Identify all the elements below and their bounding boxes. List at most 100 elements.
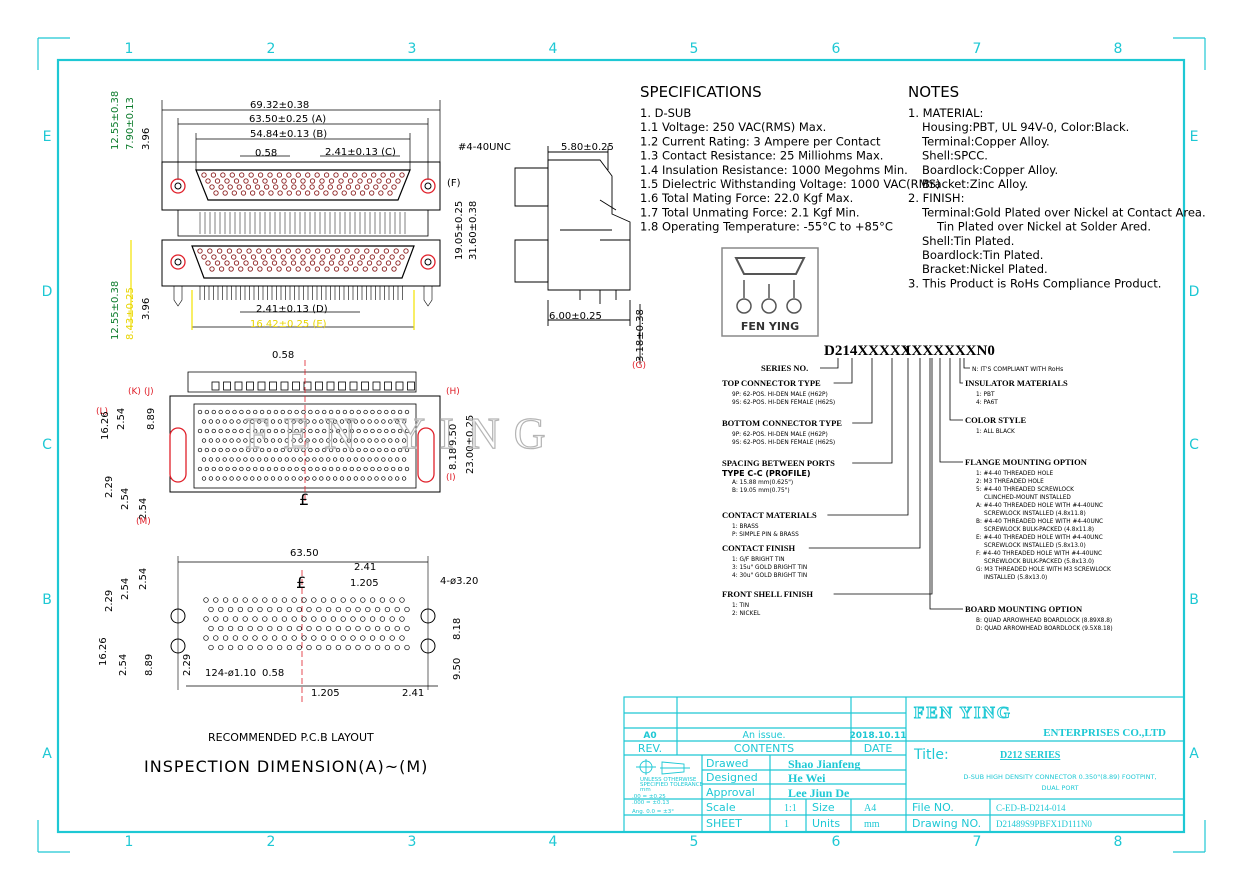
dim-h: (H) — [446, 387, 460, 397]
pin — [218, 266, 225, 272]
spec-line: 1. D-SUB — [640, 106, 691, 120]
series-name: D212 SERIES — [1000, 750, 1061, 761]
pin — [393, 248, 399, 254]
grid-row-a: A — [42, 746, 52, 762]
dim-058-bottom: 0.58 — [272, 350, 294, 361]
pin — [211, 254, 217, 260]
pin — [333, 266, 340, 272]
pin — [362, 266, 368, 272]
pin — [266, 266, 273, 272]
pin — [319, 260, 325, 266]
pin — [315, 248, 321, 254]
contents-label: CONTENTS — [734, 742, 794, 755]
rev-code: A0 — [643, 731, 656, 741]
rohs-note: N: IT'S COMPLIANT WITH RoHs — [972, 366, 1063, 373]
pcb-caption: RECOMMENDED P.C.B LAYOUT — [208, 731, 374, 744]
pin — [354, 184, 361, 190]
pin — [327, 184, 333, 190]
pin — [277, 190, 283, 196]
pin — [224, 178, 230, 184]
dim-2-54-b: 2.54 — [120, 488, 131, 510]
pin — [359, 254, 366, 260]
pn-section-title: INSULATOR MATERIALS — [965, 378, 1068, 388]
grid-row-d: D — [42, 284, 53, 300]
grid-col-4: 4 — [549, 41, 558, 57]
grid-row-e: E — [43, 129, 52, 145]
pn-section-item: 1: ALL BLACK — [976, 429, 1015, 435]
pin — [262, 260, 268, 266]
pn-section-item: 4: 30u" GOLD BRIGHT TIN — [732, 573, 807, 579]
pn-section-item: B: #4-40 THREADED HOLE WITH #4-40UNC — [976, 519, 1103, 525]
note-line: Housing:PBT, UL 94V-0, Color:Black. — [922, 120, 1129, 134]
pin — [295, 190, 302, 196]
pn-section-item: A: 15.88 mm(0.625") — [732, 480, 793, 486]
dim-d: 2.41±0.13 (D) — [256, 304, 328, 315]
dim-058-pcb: 0.58 — [262, 668, 284, 679]
pin — [353, 266, 359, 272]
pin — [376, 260, 382, 266]
pin — [352, 172, 358, 178]
centerline-symbol-pcb: £ — [296, 573, 306, 592]
pin — [245, 184, 252, 190]
pin — [338, 178, 344, 184]
grid-col-5: 5 — [690, 41, 699, 57]
pn-section-item: 2: NICKEL — [732, 611, 761, 617]
grid-row-labels-left: E D C B A — [42, 129, 53, 762]
pn-section-item: 1: TIN — [732, 603, 749, 609]
pin — [262, 178, 268, 184]
pin — [266, 248, 272, 254]
svg-text:D: D — [1189, 284, 1200, 300]
pin — [257, 266, 263, 272]
dim-8-18-bottom: 8.18 — [448, 448, 459, 470]
pin — [205, 260, 211, 266]
tolerance-line: .000 = ±0.13 — [632, 800, 670, 806]
pin — [364, 248, 370, 254]
pin — [238, 266, 244, 272]
pn-section-title: BOARD MOUNTING OPTION — [965, 604, 1083, 614]
part-code-b: 1XXXXXXN0 — [904, 343, 995, 359]
pin — [285, 266, 292, 272]
dim-124-holes: 124-ø1.10 — [205, 668, 256, 679]
pin — [332, 190, 338, 196]
date-label: DATE — [864, 742, 893, 755]
pin — [249, 190, 256, 196]
pin — [240, 254, 247, 260]
pin — [380, 172, 386, 178]
grid-col-7: 7 — [973, 41, 982, 57]
pn-section-title: TOP CONNECTOR TYPE — [722, 378, 821, 388]
dim-1-205-bottom: 1.205 — [311, 688, 340, 699]
pcb-layout: 63.50 2.41 1.205 £ 4-ø3.20 2.29 2.54 2.5… — [98, 548, 478, 705]
pin — [385, 178, 392, 184]
dim-63-50-pcb: 63.50 — [290, 548, 319, 559]
pn-section-title: CONTACT FINISH — [722, 543, 796, 553]
dim-2-54-pcb-a: 2.54 — [120, 578, 131, 600]
pin — [216, 248, 223, 254]
pin — [369, 254, 375, 260]
dim-c: 2.41±0.13 (C) — [325, 147, 396, 158]
pin — [305, 172, 311, 178]
dim-31-60: 31.60±0.38 — [468, 201, 479, 260]
pin — [366, 260, 373, 266]
scale-value: 1:1 — [784, 803, 797, 814]
grid-col-2: 2 — [267, 41, 276, 57]
pin — [369, 190, 375, 196]
units-value: mm — [864, 819, 880, 830]
pin — [304, 190, 311, 196]
pin — [395, 260, 401, 266]
pin — [389, 254, 395, 260]
pin — [221, 254, 227, 260]
pin — [231, 190, 237, 196]
dim-m: (M) — [136, 517, 151, 527]
pin — [357, 260, 363, 266]
pin — [373, 248, 380, 254]
pin — [273, 184, 279, 190]
pin — [252, 260, 259, 266]
dim-j: (J) — [144, 387, 154, 397]
pin — [290, 178, 297, 184]
note-line: Boardlock:Tin Plated. — [922, 248, 1043, 262]
note-line: Bracket:Nickel Plated. — [922, 262, 1048, 276]
pin — [345, 184, 352, 190]
pin — [205, 178, 211, 184]
dim-8-89-pcb: 8.89 — [144, 654, 155, 676]
pn-section-item: P: SIMPLE PIN & BRASS — [732, 532, 799, 538]
